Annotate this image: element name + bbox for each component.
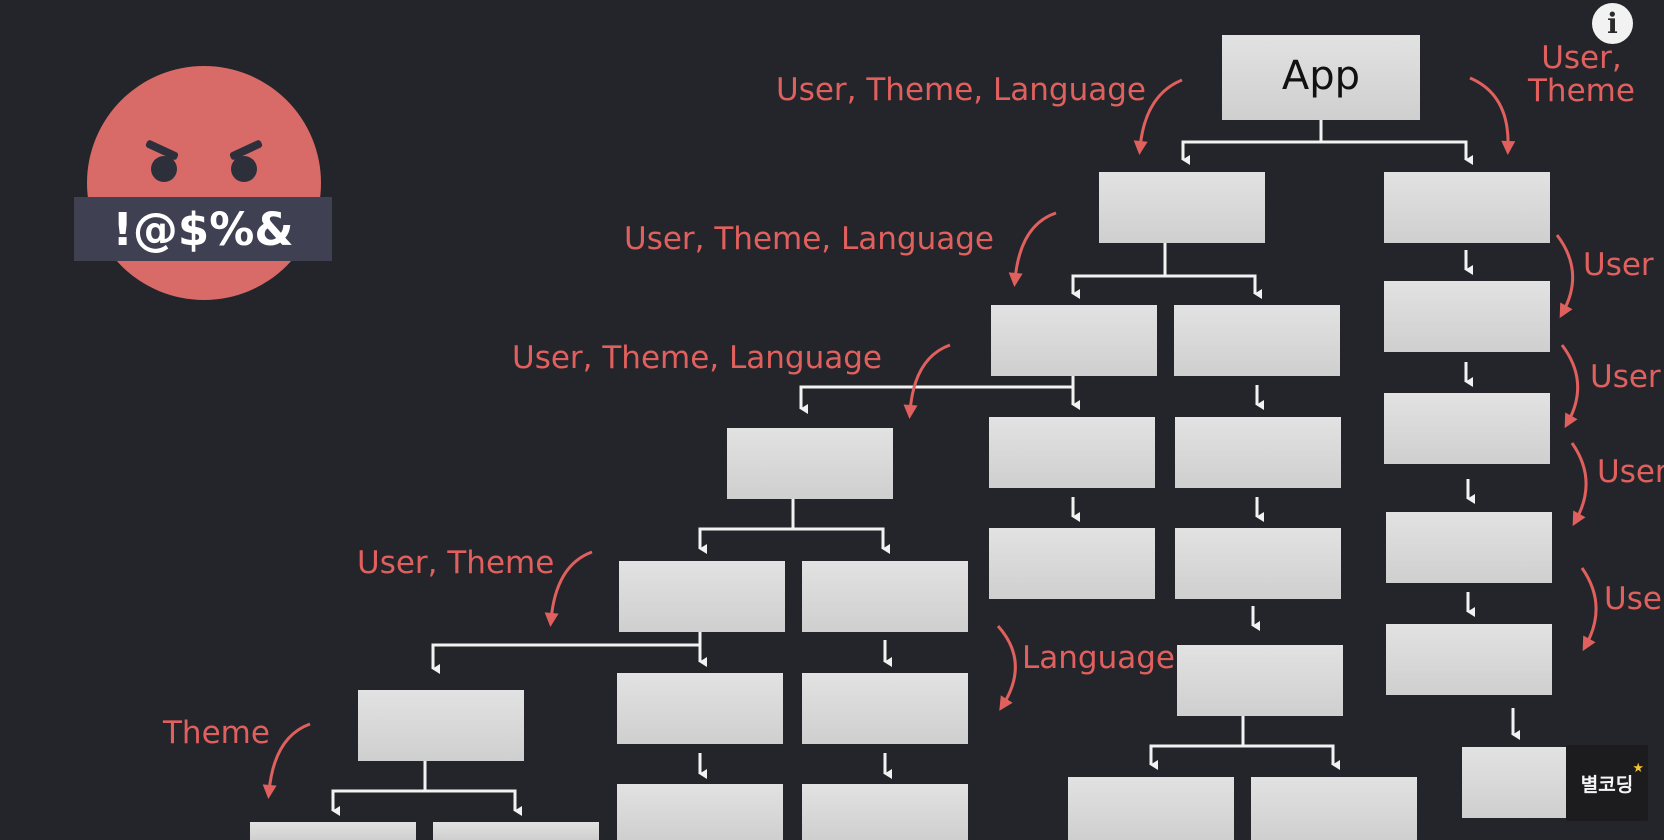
component-box [358,690,524,761]
props-label-level3: User, Theme, Language [512,342,882,375]
component-box [1384,393,1550,464]
component-box [1386,624,1552,695]
star-icon: ★ [1632,761,1644,776]
props-label-level2: User, Theme, Language [624,223,994,256]
props-label-user-4: User [1604,583,1664,616]
component-box [1175,417,1341,488]
channel-watermark: 별코딩 ★ [1566,745,1648,821]
component-box [989,417,1155,488]
angry-face-icon [87,66,321,300]
component-box [619,561,785,632]
props-label-level5: Theme [163,717,270,750]
component-box [802,784,968,840]
component-box [1386,512,1552,583]
component-box [617,784,783,840]
app-label: App [1222,53,1420,99]
grawlix-text: !@$%& [74,203,332,256]
component-box [802,673,968,744]
component-box [989,528,1155,599]
component-box [1174,305,1340,376]
info-icon[interactable]: i [1592,3,1633,44]
component-box [1068,777,1234,840]
censor-bar: !@$%& [74,197,332,261]
props-label-language: Language [1022,642,1175,675]
props-label-user-1: User [1583,249,1654,282]
props-label-level4: User, Theme [357,547,554,580]
props-label-user-3: User [1597,456,1664,489]
component-box-app: App [1222,35,1420,120]
component-box [250,822,416,840]
props-label-top-left: User, Theme, Language [776,74,1146,107]
component-box [1175,528,1341,599]
eye-right [231,156,257,182]
eye-left [151,156,177,182]
component-box [1251,777,1417,840]
component-box [433,822,599,840]
component-box [802,561,968,632]
props-label-top-right: User, Theme [1528,42,1635,107]
props-label-user-2: User [1590,361,1661,394]
component-box [1177,645,1343,716]
component-box [991,305,1157,376]
component-box [1384,281,1550,352]
component-box [727,428,893,499]
component-box [1384,172,1550,243]
component-box [1099,172,1265,243]
component-box [617,673,783,744]
